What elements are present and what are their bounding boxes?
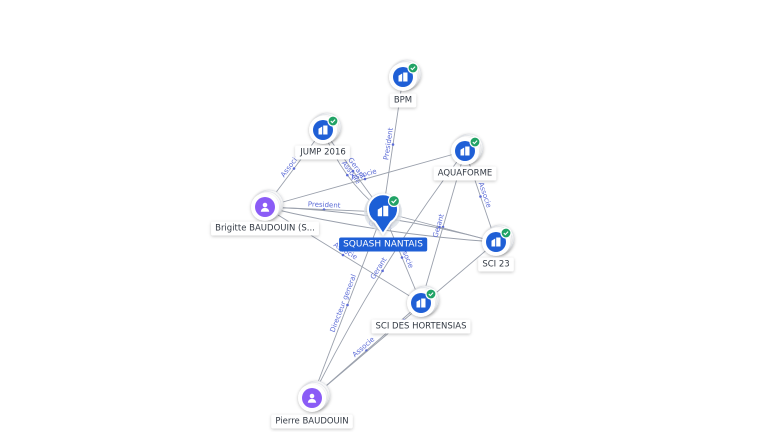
node-label: Brigitte BAUDOUIN (S... (215, 224, 315, 234)
node-core (393, 67, 413, 87)
node-label: BPM (394, 96, 412, 106)
edge-arrow (363, 177, 367, 181)
edge-arrow (400, 256, 404, 259)
node-label-bg (433, 166, 497, 181)
node-core (411, 293, 431, 313)
edge-arrow (391, 143, 395, 146)
edge-arrow (438, 225, 441, 229)
edge-arrow (381, 269, 384, 273)
node-label-bg (389, 93, 417, 108)
node-sci23[interactable]: SCI 23 (478, 224, 515, 272)
node-brigitte[interactable]: Brigitte BAUDOUIN (S... (211, 189, 319, 236)
edge-arrow (479, 195, 482, 198)
check-badge-icon (500, 227, 512, 239)
node-label-bg (339, 237, 428, 252)
node-bpm[interactable]: BPM (389, 59, 422, 108)
node-label: JUMP 2016 (299, 148, 346, 158)
edge-arrow (346, 173, 349, 177)
node-label: Pierre BAUDOUIN (275, 417, 348, 427)
edge-pierre-aquaforme: Gerant (311, 150, 466, 399)
node-label-bg (371, 319, 471, 334)
node-label: SCI 23 (482, 260, 509, 270)
check-badge-icon (407, 62, 419, 74)
node-scihort[interactable]: SCI DES HORTENSIAS (371, 285, 471, 334)
node-jump[interactable]: JUMP 2016 (295, 112, 350, 160)
edge-label: Directeur general (329, 273, 358, 333)
node-core (486, 232, 506, 252)
edge-label: Associe (477, 181, 493, 209)
edge-arrow (341, 253, 345, 257)
node-label-bg (211, 221, 319, 236)
node-pierre[interactable]: Pierre BAUDOUIN (271, 380, 353, 429)
node-label: AQUAFORME (438, 169, 493, 179)
node-label: SCI DES HORTENSIAS (376, 322, 467, 332)
edge-arrow (292, 167, 296, 170)
node-label-bg (271, 414, 353, 429)
edge-arrow (351, 169, 355, 173)
node-core (313, 120, 333, 140)
edge-label: President (308, 200, 341, 209)
node-aquaforme[interactable]: AQUAFORME (433, 133, 497, 181)
node-label: SQUASH NANTAIS (343, 240, 423, 250)
node-squash[interactable]: SQUASH NANTAIS (339, 193, 428, 252)
check-badge-icon (425, 288, 437, 300)
edge-arrow (346, 303, 349, 307)
check-badge-icon (469, 136, 481, 148)
node-label-bg (478, 257, 514, 272)
edge-line (311, 150, 466, 399)
check-badge-icon (387, 194, 401, 208)
node-core (455, 141, 475, 161)
check-badge-icon (327, 115, 339, 127)
node-label-bg (295, 145, 350, 160)
